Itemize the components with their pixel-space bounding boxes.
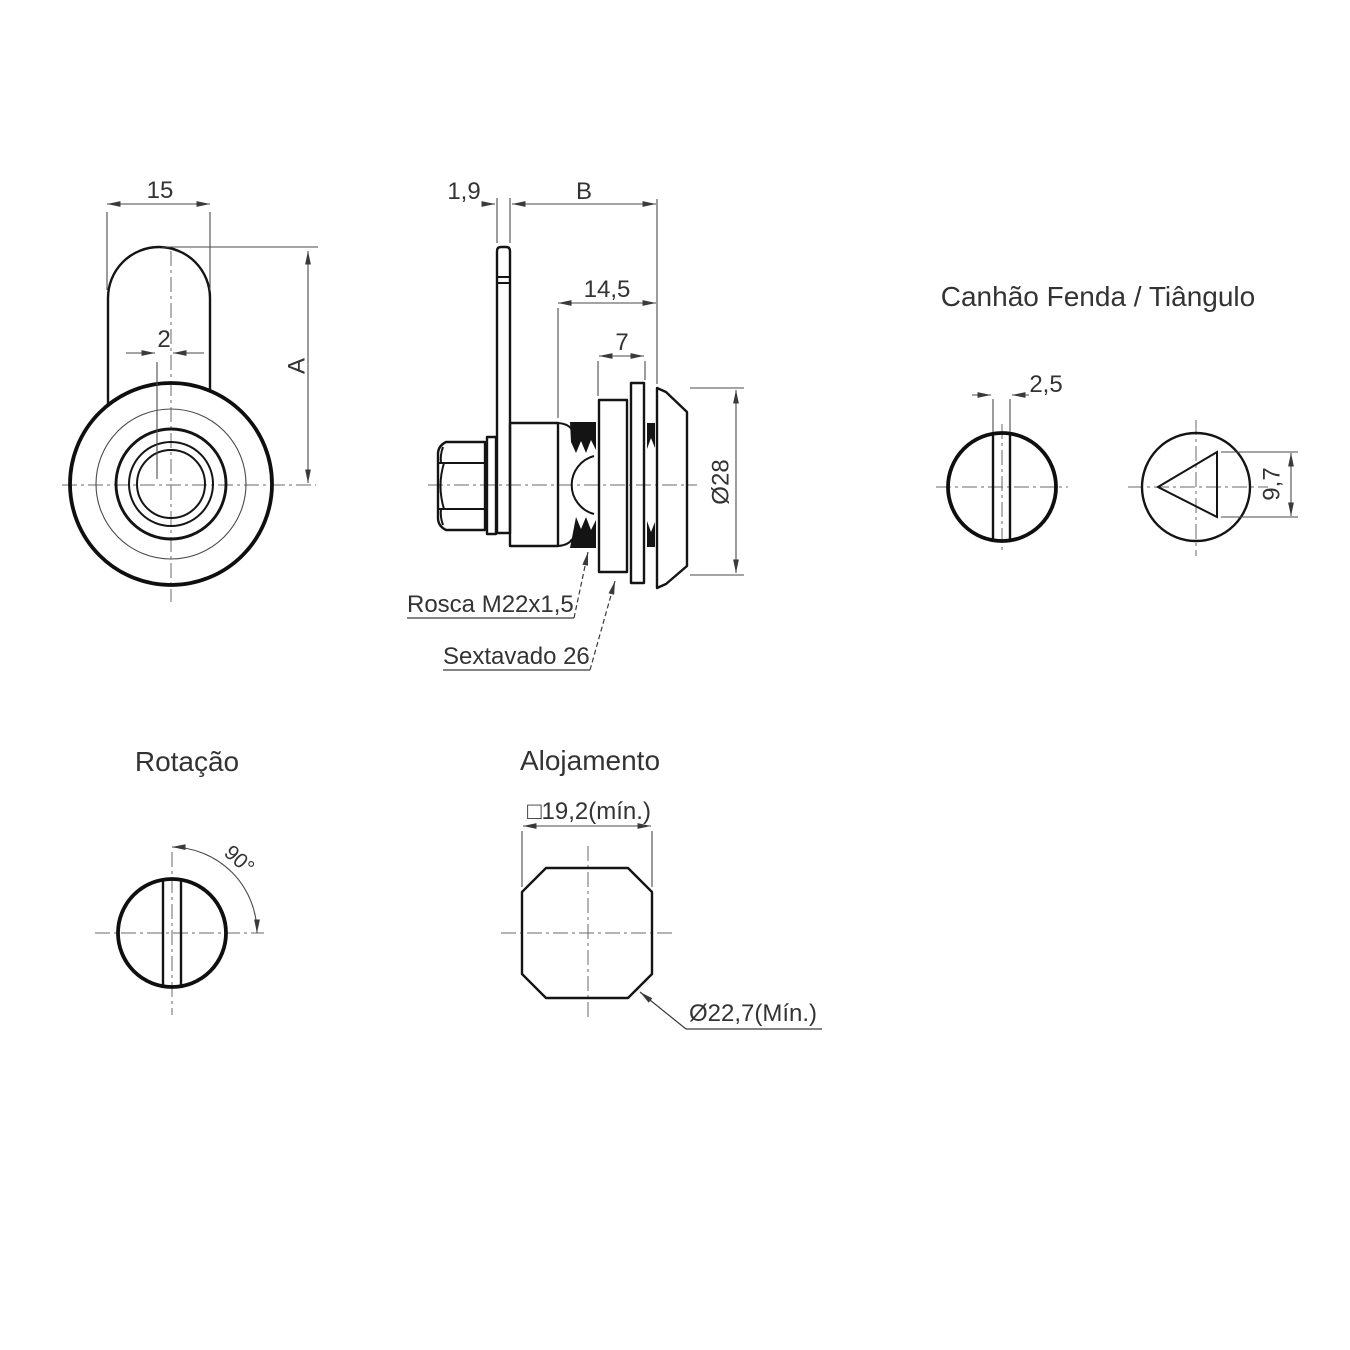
- dim-text-length: B: [576, 178, 592, 205]
- dim-flange-diameter-28: Ø28: [690, 387, 744, 576]
- dim-square-19-2: □19,2(mín.): [521, 798, 653, 887]
- thread-patch-top: [647, 423, 655, 449]
- nut-facet-arc: [439, 446, 444, 464]
- rotation-arc: [171, 844, 260, 934]
- flange-ring: [629, 381, 646, 585]
- rotation-title: Rotação: [135, 746, 239, 777]
- hex-section: [597, 398, 629, 574]
- dim-cam-thickness-1-9: 1,9: [447, 178, 511, 243]
- housing-view: Alojamento □19,2(mín.) Ø22,7(Mín.): [501, 745, 822, 1030]
- housing-title: Alojamento: [520, 745, 660, 776]
- dim-width-15: 15: [106, 177, 211, 290]
- dim-text-thread-length: 14,5: [584, 276, 631, 303]
- dim-triangle-height-9-7: 9,7: [1221, 451, 1298, 518]
- core-circle: [114, 427, 228, 541]
- ball-detent-arc: [570, 455, 595, 515]
- flange-circle: [68, 381, 274, 587]
- dim-text-diameter: Ø28: [708, 459, 735, 504]
- thread-band-bottom: [570, 517, 596, 548]
- leader-line: [573, 551, 589, 619]
- front-view: 15 2 A: [62, 177, 318, 602]
- thread-label: Rosca M22x1,5: [407, 591, 574, 618]
- dim-thread-length-14-5: 14,5: [557, 276, 656, 418]
- slot-cylinder-circle: [946, 431, 1058, 543]
- rotation-view: Rotação 90°: [95, 746, 264, 1015]
- head-outline: [655, 386, 689, 590]
- thread-patch-bottom: [647, 521, 655, 547]
- dim-height-A: A: [162, 246, 318, 483]
- dim-text-square: □19,2(mín.): [527, 798, 651, 825]
- lock-body: [508, 381, 689, 590]
- dim-hex-flange-7: 7: [597, 329, 646, 396]
- hex-label: Sextavado 26: [443, 643, 590, 670]
- dim-text-slot: 2: [157, 326, 170, 353]
- nut-outline: [436, 440, 487, 532]
- rotation-angle-text: 90°: [220, 841, 259, 879]
- body-shoulder: [557, 422, 573, 431]
- dim-text-cam-thickness: 1,9: [447, 178, 480, 205]
- cam-plate-outline: [495, 245, 512, 535]
- head-circle: [95, 408, 247, 560]
- dim-text-triangle-height: 9,7: [1259, 467, 1286, 500]
- cam-plate: [495, 245, 512, 535]
- nut-facet-arc: [439, 508, 444, 526]
- dim-length-B: B: [512, 178, 658, 384]
- leader-line: [639, 991, 687, 1030]
- dim-text-seven: 7: [615, 329, 628, 356]
- dim-text-width: 15: [147, 177, 174, 204]
- side-view: 1,9 B 14,5 7 Ø28 Rosca M22x1,5: [407, 178, 744, 671]
- dim-slot-width-2-5: 2,5: [972, 371, 1063, 432]
- dim-text-height: A: [284, 358, 311, 374]
- washer: [485, 435, 498, 536]
- dim-min-diameter-22-7: Ø22,7(Mín.): [639, 991, 822, 1030]
- triangle-key-profile: [1155, 450, 1218, 519]
- dim-text-slot-width: 2,5: [1029, 371, 1062, 398]
- triangle-cylinder-view: 9,7: [1128, 420, 1298, 556]
- slot-boss-circle: [128, 441, 214, 527]
- triangle-cylinder-circle: [1140, 431, 1252, 543]
- hex-nut: [436, 440, 487, 532]
- thread-callout: Rosca M22x1,5: [407, 551, 589, 619]
- thread-band-top: [570, 422, 596, 453]
- housing-cutout-outline: [520, 866, 654, 1000]
- hex-callout: Sextavado 26: [443, 580, 616, 671]
- body-shoulder: [557, 538, 573, 547]
- key-profile-views: Canhão Fenda / Tiângulo 2,5: [936, 281, 1298, 556]
- inner-circle: [136, 449, 206, 519]
- cam-outline: [106, 245, 212, 406]
- slot-cylinder-view: 2,5: [936, 371, 1068, 552]
- nut-facet-arc: [439, 462, 445, 510]
- dim-slot-2: 2: [126, 326, 204, 479]
- leader-line: [589, 580, 616, 671]
- key-views-title: Canhão Fenda / Tiângulo: [941, 281, 1255, 312]
- dim-text-min-diameter: Ø22,7(Mín.): [689, 1000, 817, 1027]
- front-view-centerlines: [62, 251, 316, 602]
